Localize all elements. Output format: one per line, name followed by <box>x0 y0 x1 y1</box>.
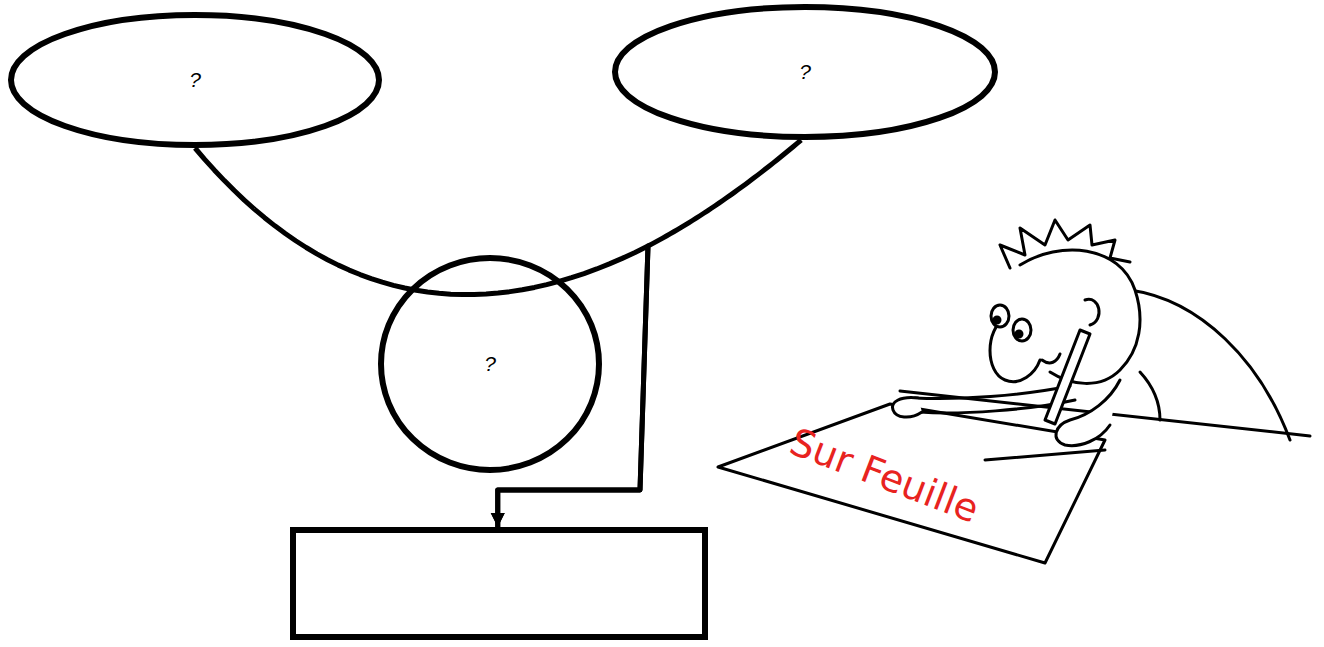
man-pupil <box>1016 331 1022 337</box>
man-back <box>1130 290 1290 440</box>
man-arm <box>915 386 1070 399</box>
node-text: ? <box>189 68 201 92</box>
ellipse-node: ? <box>8 12 382 148</box>
node-outline-shape <box>11 15 379 145</box>
node-text-group: ? <box>612 4 998 140</box>
paper-sheet <box>718 404 1105 563</box>
man-pupil <box>994 317 1000 323</box>
ellipse-node: ? <box>612 4 998 140</box>
table-line <box>985 450 1105 460</box>
man-eye <box>1013 319 1031 341</box>
man-chest <box>1140 372 1160 420</box>
man-writing-hand <box>1056 380 1120 446</box>
process-box <box>290 527 708 640</box>
pencil <box>1045 330 1090 424</box>
man-hair <box>1000 220 1130 268</box>
node-text: ? <box>484 352 496 376</box>
man-mouth <box>1042 354 1060 363</box>
man-eye <box>991 305 1009 327</box>
node-text-group: ? <box>378 255 602 473</box>
node-text: ? <box>799 60 811 84</box>
man-ear <box>1085 299 1099 325</box>
node-text-group <box>296 533 702 634</box>
flow-connector <box>498 140 801 527</box>
node-text-group: ? <box>8 12 382 148</box>
node-outline-shape <box>381 258 599 470</box>
man-hand <box>892 398 922 417</box>
circle-node: ? <box>378 255 602 473</box>
flow-connector <box>195 148 648 527</box>
node-outline-shape <box>615 7 995 137</box>
